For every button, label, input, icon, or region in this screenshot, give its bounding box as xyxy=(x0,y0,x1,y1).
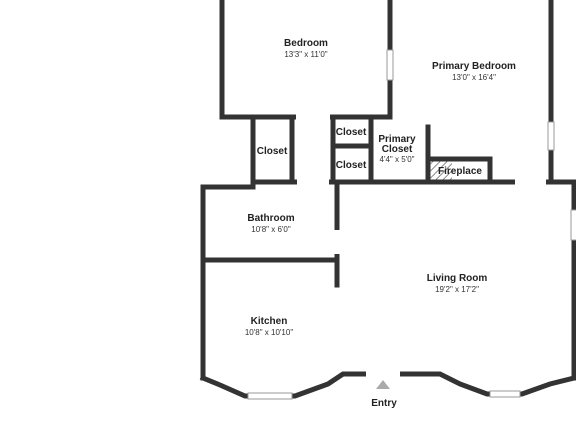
room-label-living-room: Living Room xyxy=(427,273,488,284)
room-dims-bathroom: 10'8" x 6'0" xyxy=(251,225,291,234)
primary-bedroom-window xyxy=(547,121,555,151)
bedroom-window xyxy=(386,49,394,81)
room-label-fireplace: Fireplace xyxy=(438,166,482,177)
room-dims-primary-bedroom: 13'0" x 16'4" xyxy=(452,73,496,82)
room-label-primary-closet-line1: Primary xyxy=(378,134,416,145)
room-dims-living-room: 19'2" x 17'2" xyxy=(435,285,479,294)
room-label-closet-left: Closet xyxy=(257,146,288,157)
room-dims-bedroom: 13'3" x 11'0" xyxy=(284,50,327,59)
entry-arrow-icon xyxy=(376,380,390,389)
room-labels: Bedroom 13'3" x 11'0" Primary Bedroom 13… xyxy=(245,38,516,337)
kitchen-bay-window xyxy=(247,392,293,400)
west-wall xyxy=(200,184,256,381)
room-label-bedroom: Bedroom xyxy=(284,38,328,49)
fireplace-hatch xyxy=(430,161,452,180)
room-label-primary-closet-line2: Closet xyxy=(382,144,413,155)
living-room-window xyxy=(570,209,576,241)
room-dims-kitchen: 10'8" x 10'10" xyxy=(245,328,293,337)
room-label-closet-top: Closet xyxy=(336,127,367,138)
openings xyxy=(247,49,576,400)
room-label-closet-bottom: Closet xyxy=(336,160,367,171)
fireplace-top-wall xyxy=(425,156,493,185)
room-dims-primary-closet: 4'4" x 5'0" xyxy=(380,155,415,164)
room-label-kitchen: Kitchen xyxy=(251,316,288,327)
room-label-primary-bedroom: Primary Bedroom xyxy=(432,61,516,72)
closet-small-walls xyxy=(330,114,374,185)
entry-label: Entry xyxy=(371,398,397,409)
room-label-bathroom: Bathroom xyxy=(247,213,294,224)
living-room-bay-window xyxy=(489,390,521,398)
